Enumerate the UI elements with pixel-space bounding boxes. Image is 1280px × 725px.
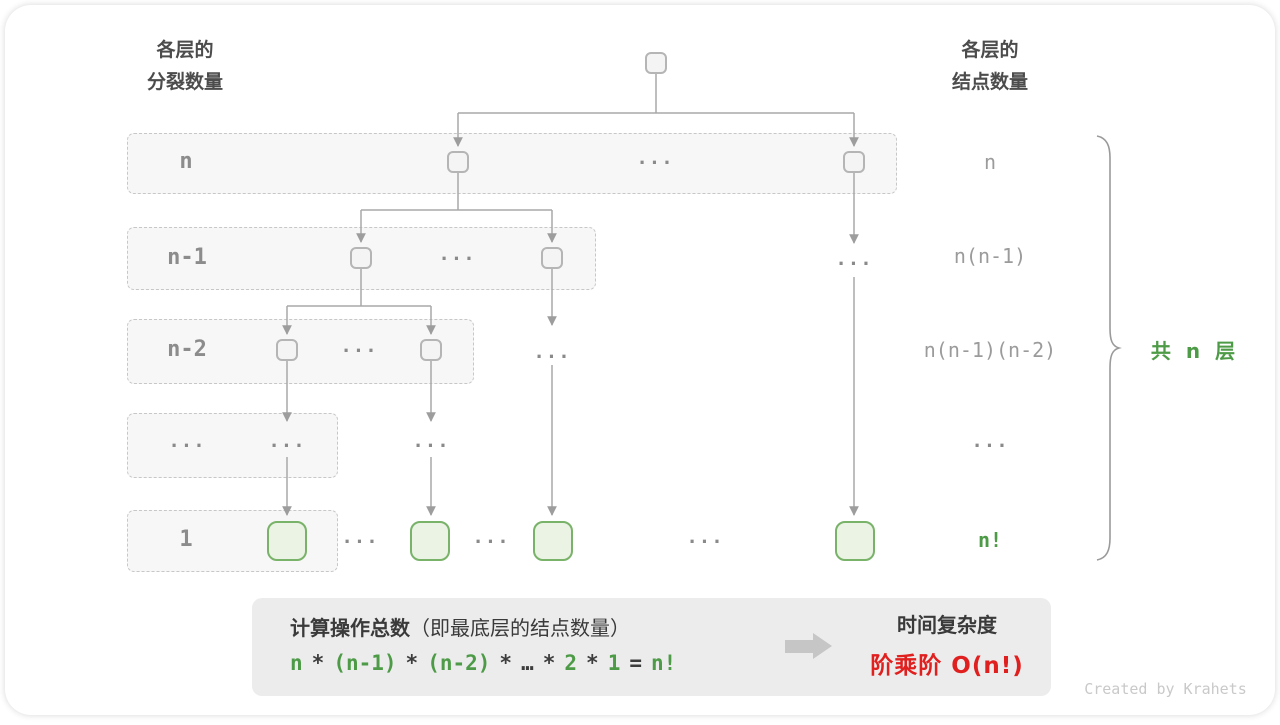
leaf-node-4 bbox=[835, 521, 875, 561]
formula-token: * bbox=[586, 651, 599, 675]
connector-lines bbox=[282, 73, 859, 516]
left-header-line2: 分裂数量 bbox=[146, 71, 223, 93]
right-header-line1: 各层的 bbox=[961, 39, 1019, 61]
left-header: 各层的 分裂数量 bbox=[100, 34, 270, 98]
split-count-n-2: n-2 bbox=[167, 337, 207, 362]
node-count-L3: n(n-1)(n-2) bbox=[923, 338, 1057, 362]
implies-arrow-icon bbox=[785, 640, 814, 653]
right-header: 各层的 结点数量 bbox=[905, 34, 1075, 98]
left-header-line1: 各层的 bbox=[156, 39, 214, 61]
dots-chain-L2b: ... bbox=[533, 341, 571, 363]
formula-token: * bbox=[499, 651, 513, 675]
tree-node-L3-a bbox=[276, 339, 298, 361]
time-complexity-title: 时间复杂度 bbox=[897, 613, 997, 637]
dots-L5-b: ... bbox=[472, 526, 510, 548]
level-box-n bbox=[127, 133, 897, 194]
dots-L5-c: ... bbox=[686, 526, 724, 548]
formula-token: … bbox=[521, 651, 534, 675]
watermark: Created by Krahets bbox=[1084, 680, 1247, 698]
total-levels-label: 共 n 层 bbox=[1150, 339, 1240, 363]
node-count-L5: n! bbox=[977, 528, 1003, 552]
level-box-ellipsis bbox=[127, 413, 338, 478]
time-complexity-value: 阶乘阶 O(n!) bbox=[870, 653, 1024, 679]
leaf-node-3 bbox=[533, 521, 573, 561]
formula-token: (n-2) bbox=[427, 651, 491, 675]
right-header-line2: 结点数量 bbox=[951, 71, 1028, 93]
split-count-n: n bbox=[179, 149, 193, 174]
dots-L1: ... bbox=[636, 147, 674, 169]
tree-node-L2-a bbox=[350, 247, 372, 269]
formula-token: n bbox=[290, 651, 303, 675]
formula-token: 1 bbox=[607, 651, 621, 675]
node-count-L2: n(n-1) bbox=[953, 244, 1027, 268]
formula-token: 2 bbox=[564, 651, 578, 675]
dots-L5-a: ... bbox=[341, 526, 379, 548]
factorial-formula: n * (n-1) * (n-2) * … * 2 * 1 = n! bbox=[290, 651, 685, 675]
operations-title-bold: 计算操作总数 bbox=[290, 616, 410, 640]
formula-token: * bbox=[311, 651, 325, 675]
operations-title: 计算操作总数（即最底层的结点数量） bbox=[290, 612, 630, 641]
operations-title-rest: （即最底层的结点数量） bbox=[410, 616, 630, 640]
diagram-canvas: 各层的 分裂数量 各层的 结点数量 n n-1 n-2 ... 1 bbox=[5, 5, 1275, 715]
dots-L4-a: ... bbox=[268, 430, 306, 452]
tree-node-L2-b bbox=[541, 247, 563, 269]
levels-brace bbox=[1096, 135, 1122, 561]
node-count-L4: ... bbox=[971, 430, 1009, 452]
node-count-L1: n bbox=[983, 150, 997, 174]
leaf-node-1 bbox=[267, 521, 307, 561]
formula-token: = bbox=[629, 651, 642, 675]
tree-node-L1-a bbox=[447, 151, 469, 173]
tree-connectors bbox=[282, 73, 1122, 561]
formula-token: n! bbox=[651, 651, 677, 675]
leaf-node-2 bbox=[410, 521, 450, 561]
formula-token: (n-1) bbox=[333, 651, 397, 675]
tree-node-L1-b bbox=[843, 151, 865, 173]
summary-panel: 计算操作总数（即最底层的结点数量） n * (n-1) * (n-2) * … * 2 * 1 = n!… bbox=[252, 598, 1051, 696]
split-count-ellipsis: ... bbox=[168, 430, 206, 452]
dots-L3: ... bbox=[340, 335, 378, 357]
dots-L2: ... bbox=[438, 243, 476, 265]
dots-chain-L1b: ... bbox=[835, 248, 873, 270]
split-count-n-1: n-1 bbox=[167, 245, 207, 270]
implies-arrow-head-icon bbox=[813, 633, 832, 659]
tree-node-root bbox=[645, 52, 667, 74]
tree-node-L3-b bbox=[420, 339, 442, 361]
split-count-1: 1 bbox=[179, 527, 193, 552]
level-box-n-2 bbox=[127, 319, 474, 384]
formula-token: * bbox=[542, 651, 556, 675]
dots-L4-b: ... bbox=[412, 430, 450, 452]
formula-token: * bbox=[405, 651, 419, 675]
